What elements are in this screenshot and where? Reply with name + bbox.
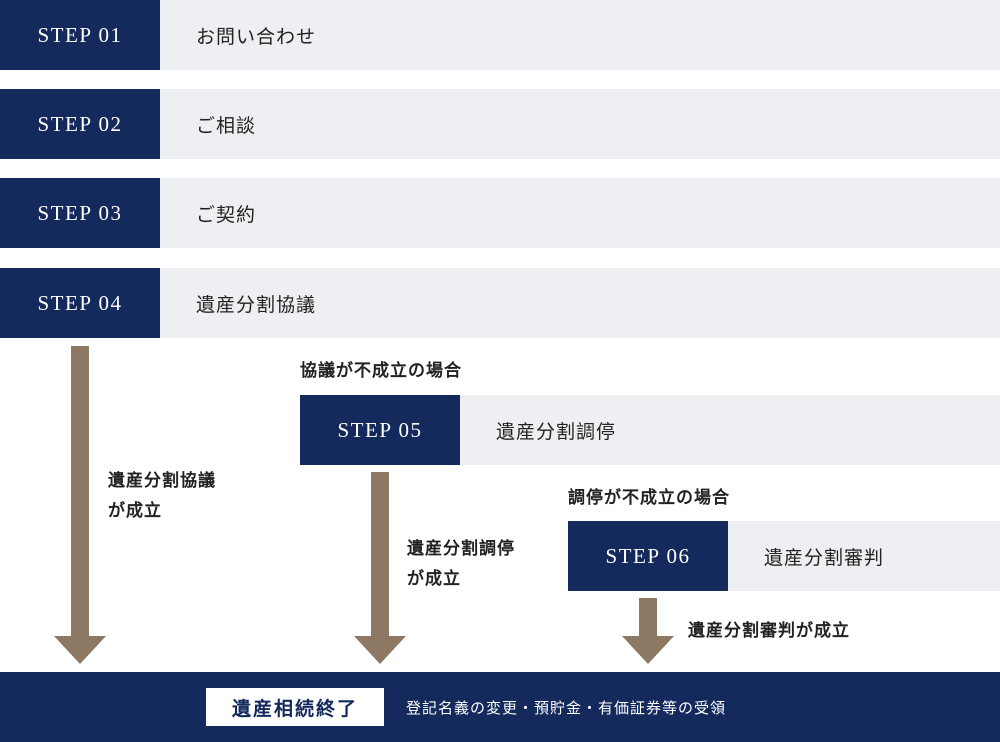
step-06-row: STEP 06 遺産分割審判 xyxy=(568,521,1000,591)
note-chotei-fuseiritsu: 調停が不成立の場合 xyxy=(568,488,730,508)
final-description: 登記名義の変更・預貯金・有価証券等の受領 xyxy=(406,698,727,717)
step-02-label: ご相談 xyxy=(160,89,1000,159)
arrow-shinpan-seiritsu xyxy=(622,598,674,664)
step-06-tag: STEP 06 xyxy=(568,521,728,591)
step-04-row: STEP 04 遺産分割協議 xyxy=(0,268,1000,338)
arrow-chotei-seiritsu xyxy=(354,472,406,664)
step-01-tag: STEP 01 xyxy=(0,0,160,70)
note-kyogi-fuseiritsu: 協議が不成立の場合 xyxy=(300,361,462,381)
step-03-label: ご契約 xyxy=(160,178,1000,248)
step-01-label: お問い合わせ xyxy=(160,0,1000,70)
step-03-row: STEP 03 ご契約 xyxy=(0,178,1000,248)
step-05-row: STEP 05 遺産分割調停 xyxy=(300,395,1000,465)
step-05-tag: STEP 05 xyxy=(300,395,460,465)
final-bar: 遺産相続終了 登記名義の変更・預貯金・有価証券等の受領 xyxy=(0,672,1000,742)
step-02-tag: STEP 02 xyxy=(0,89,160,159)
final-box-label: 遺産相続終了 xyxy=(206,688,384,726)
arrow-kyogi-seiritsu xyxy=(54,346,106,664)
step-03-tag: STEP 03 xyxy=(0,178,160,248)
note-chotei-seiritsu-line1: 遺産分割調停 xyxy=(407,539,515,559)
note-chotei-seiritsu-line2: が成立 xyxy=(407,569,461,589)
step-02-row: STEP 02 ご相談 xyxy=(0,89,1000,159)
note-kyogi-seiritsu-line1: 遺産分割協議 xyxy=(108,471,216,491)
note-chotei-seiritsu: 遺産分割調停 が成立 xyxy=(407,534,515,594)
step-05-label: 遺産分割調停 xyxy=(460,395,1000,465)
step-04-label: 遺産分割協議 xyxy=(160,268,1000,338)
note-shinpan-seiritsu: 遺産分割審判が成立 xyxy=(688,621,850,641)
note-kyogi-seiritsu-line2: が成立 xyxy=(108,501,162,521)
step-01-row: STEP 01 お問い合わせ xyxy=(0,0,1000,70)
step-06-label: 遺産分割審判 xyxy=(728,521,1000,591)
note-kyogi-seiritsu: 遺産分割協議 が成立 xyxy=(108,466,216,526)
step-04-tag: STEP 04 xyxy=(0,268,160,338)
